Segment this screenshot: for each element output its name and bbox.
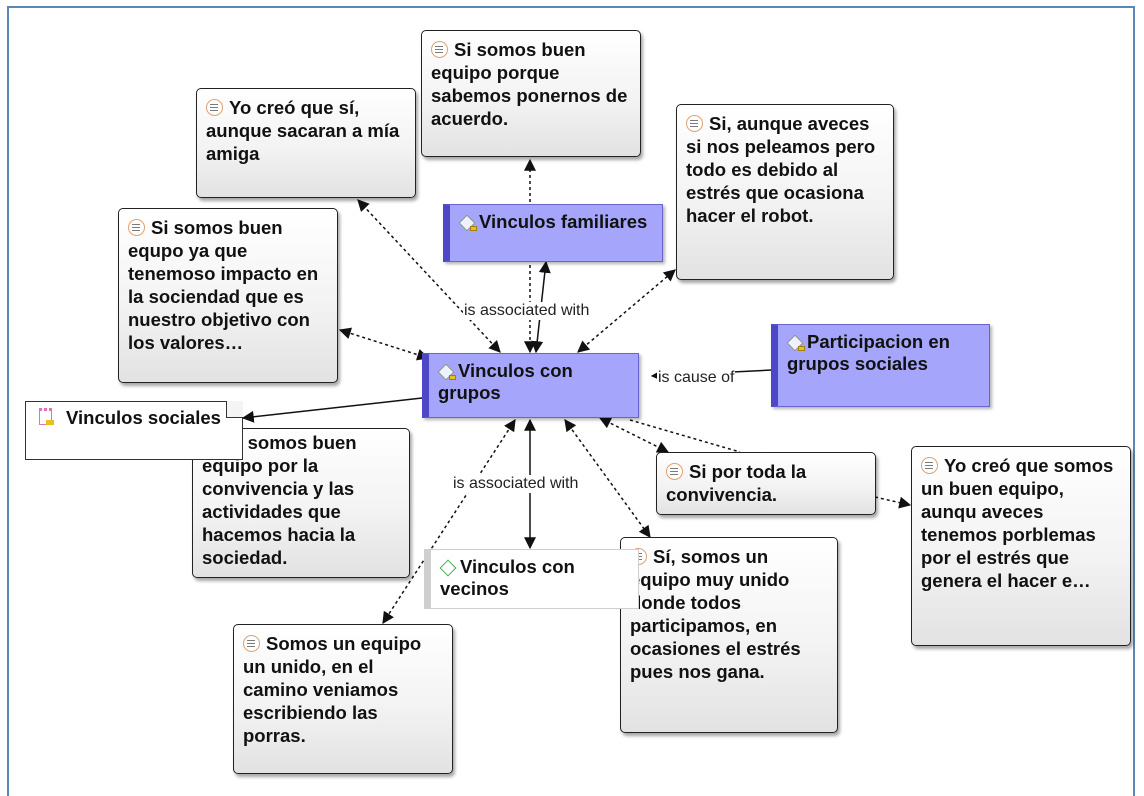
quote-node-equipo-muy-unido[interactable]: Sí, somos un equipo muy unido donde todo… <box>620 537 838 733</box>
quote-text: Si, aunque aveces si nos peleamos pero t… <box>686 113 876 226</box>
memo-label: Vinculos sociales <box>66 407 221 428</box>
code-icon <box>438 364 456 380</box>
quote-node-convivencia-actividades[interactable]: Si somos buen equipo por la convivencia … <box>192 428 410 578</box>
quotation-icon <box>243 635 260 652</box>
quotation-icon <box>128 219 145 236</box>
quote-text: Somos un equipo un unido, en el camino v… <box>243 633 422 746</box>
quotation-icon <box>666 463 683 480</box>
quotation-icon <box>206 99 223 116</box>
quote-text: Yo creó que somos un buen equipo, aunqu … <box>921 455 1114 591</box>
memo-icon <box>39 408 52 425</box>
quotation-icon <box>921 457 938 474</box>
quote-text: Sí, somos un equipo muy unido donde todo… <box>630 546 801 682</box>
quotation-icon <box>686 115 703 132</box>
code-label: Vinculos con vecinos <box>440 556 575 599</box>
code-icon <box>459 215 477 231</box>
code-node-vinculos-con-vecinos[interactable]: Vinculos con vecinos <box>424 549 639 609</box>
code-icon <box>787 335 805 351</box>
quote-node-por-toda-convivencia[interactable]: Si por toda la convivencia. <box>656 452 876 515</box>
quote-text: Yo creó que sí, aunque sacaran a mía ami… <box>206 97 400 164</box>
quote-text: Si por toda la convivencia. <box>666 461 807 505</box>
relation-label-cause-of: is cause of <box>657 369 736 387</box>
quote-node-yo-creo-buen-equipo[interactable]: Yo creó que somos un buen equipo, aunqu … <box>911 446 1131 646</box>
code-label: Vinculos familiares <box>479 211 648 232</box>
code-label: Participacion en grupos sociales <box>787 331 950 374</box>
quote-text: Si somos buen equipo por la convivencia … <box>202 432 357 568</box>
quote-node-yo-creo-amiga[interactable]: Yo creó que sí, aunque sacaran a mía ami… <box>196 88 416 198</box>
relation-label-associated-bottom: is associated with <box>452 475 580 493</box>
quote-text: Si somos buen equpo ya que tenemoso impa… <box>128 217 319 353</box>
code-node-participacion-grupos-sociales[interactable]: Participacion en grupos sociales <box>771 324 990 407</box>
code-node-vinculos-familiares[interactable]: Vinculos familiares <box>443 204 663 262</box>
quote-node-buen-equipo-acuerdo[interactable]: Si somos buen equipo porque sabemos pone… <box>421 30 641 157</box>
quotation-icon <box>431 41 448 58</box>
quote-text: Si somos buen equipo porque sabemos pone… <box>431 39 628 129</box>
relation-label-associated-top: is associated with <box>463 302 591 320</box>
quote-node-aveces-peleamos[interactable]: Si, aunque aveces si nos peleamos pero t… <box>676 104 894 280</box>
code-node-vinculos-con-grupos[interactable]: Vinculos con grupos <box>422 353 639 418</box>
memo-fold-corner <box>226 401 243 418</box>
code-icon <box>440 560 456 576</box>
quote-node-escribiendo-porras[interactable]: Somos un equipo un unido, en el camino v… <box>233 624 453 774</box>
memo-node-vinculos-sociales[interactable]: Vinculos sociales <box>25 401 243 460</box>
quote-node-impacto-sociedad[interactable]: Si somos buen equpo ya que tenemoso impa… <box>118 208 338 383</box>
code-label: Vinculos con grupos <box>438 360 573 403</box>
